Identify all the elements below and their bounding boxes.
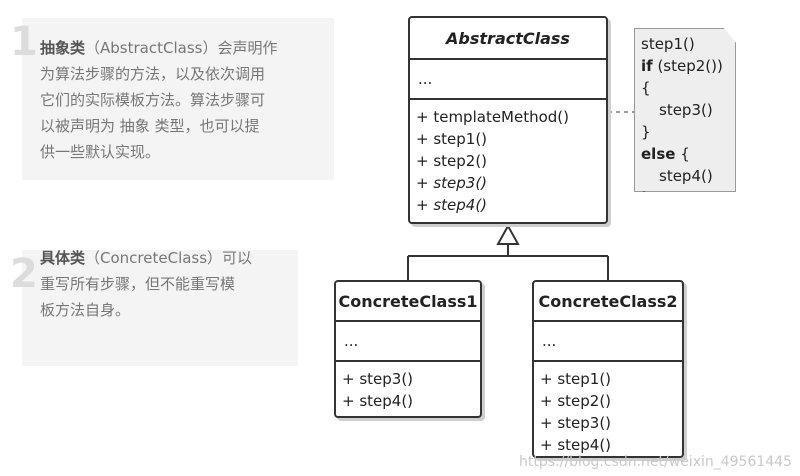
- c1-method-step4: + step4(): [342, 392, 414, 410]
- concrete-class-1-name: ConcreteClass1: [336, 282, 480, 322]
- concrete-class-1-fields: ...: [336, 322, 480, 362]
- note-bold-2: 具体类: [40, 249, 86, 267]
- code-line-2: if (step2()) {: [641, 57, 723, 97]
- note-concrete-class: [22, 250, 298, 366]
- abstract-class-fields: ...: [410, 60, 606, 100]
- concrete-class-2-name: ConcreteClass2: [534, 282, 682, 322]
- method-step4-abstract: + step4(): [416, 196, 488, 214]
- code-line-3: step3(): [659, 101, 713, 119]
- abstract-class-methods: + templateMethod() + step1() + step2() +…: [410, 100, 606, 216]
- c2-method-step4: + step4(): [540, 436, 612, 454]
- code-line-4: }: [641, 123, 651, 141]
- concrete-class-2-methods: + step1() + step2() + step3() + step4(): [534, 362, 682, 456]
- concrete-class-2-fields: ...: [534, 322, 682, 362]
- method-template: + templateMethod(): [416, 108, 570, 126]
- concrete-class-1-box: ConcreteClass1 ... + step3() + step4(): [334, 280, 482, 418]
- code-line-5: else {: [641, 145, 690, 163]
- c2-method-step2: + step2(): [540, 392, 612, 410]
- code-line-1: step1(): [641, 35, 695, 53]
- method-step3-abstract: + step3(): [416, 174, 488, 192]
- note-number-1: 1: [10, 19, 38, 65]
- note-bold-1: 抽象类: [40, 39, 86, 57]
- c1-method-step3: + step3(): [342, 370, 414, 388]
- note-number-2: 2: [10, 251, 38, 297]
- code-line-6: step4(): [659, 167, 713, 185]
- concrete-class-1-methods: + step3() + step4(): [336, 362, 480, 412]
- method-step2: + step2(): [416, 152, 488, 170]
- template-method-code-note: step1() if (step2()) { step3() } else { …: [634, 28, 736, 192]
- abstract-class-name: AbstractClass: [410, 18, 606, 60]
- c2-method-step1: + step1(): [540, 370, 612, 388]
- concrete-class-2-box: ConcreteClass2 ... + step1() + step2() +…: [532, 280, 684, 458]
- watermark: https://blog.csdn.net/weixin_49561445: [518, 454, 792, 470]
- abstract-class-box: AbstractClass ... + templateMethod() + s…: [408, 16, 608, 224]
- note-text-1: 抽象类（AbstractClass）会声明作 为算法步骤的方法，以及依次调用 它…: [40, 35, 330, 165]
- method-step1: + step1(): [416, 130, 488, 148]
- note-body-1: （AbstractClass）会声明作 为算法步骤的方法，以及依次调用 它们的实…: [40, 39, 278, 161]
- note-body-2: （ConcreteClass）可以 重写所有步骤，但不能重写模 板方法自身。: [40, 249, 253, 319]
- note-abstract-class: [22, 18, 334, 180]
- c2-method-step3: + step3(): [540, 414, 612, 432]
- note-text-2: 具体类（ConcreteClass）可以 重写所有步骤，但不能重写模 板方法自身…: [40, 245, 290, 323]
- code-line-7: }: [641, 189, 651, 207]
- inheritance-arrow: [496, 223, 520, 245]
